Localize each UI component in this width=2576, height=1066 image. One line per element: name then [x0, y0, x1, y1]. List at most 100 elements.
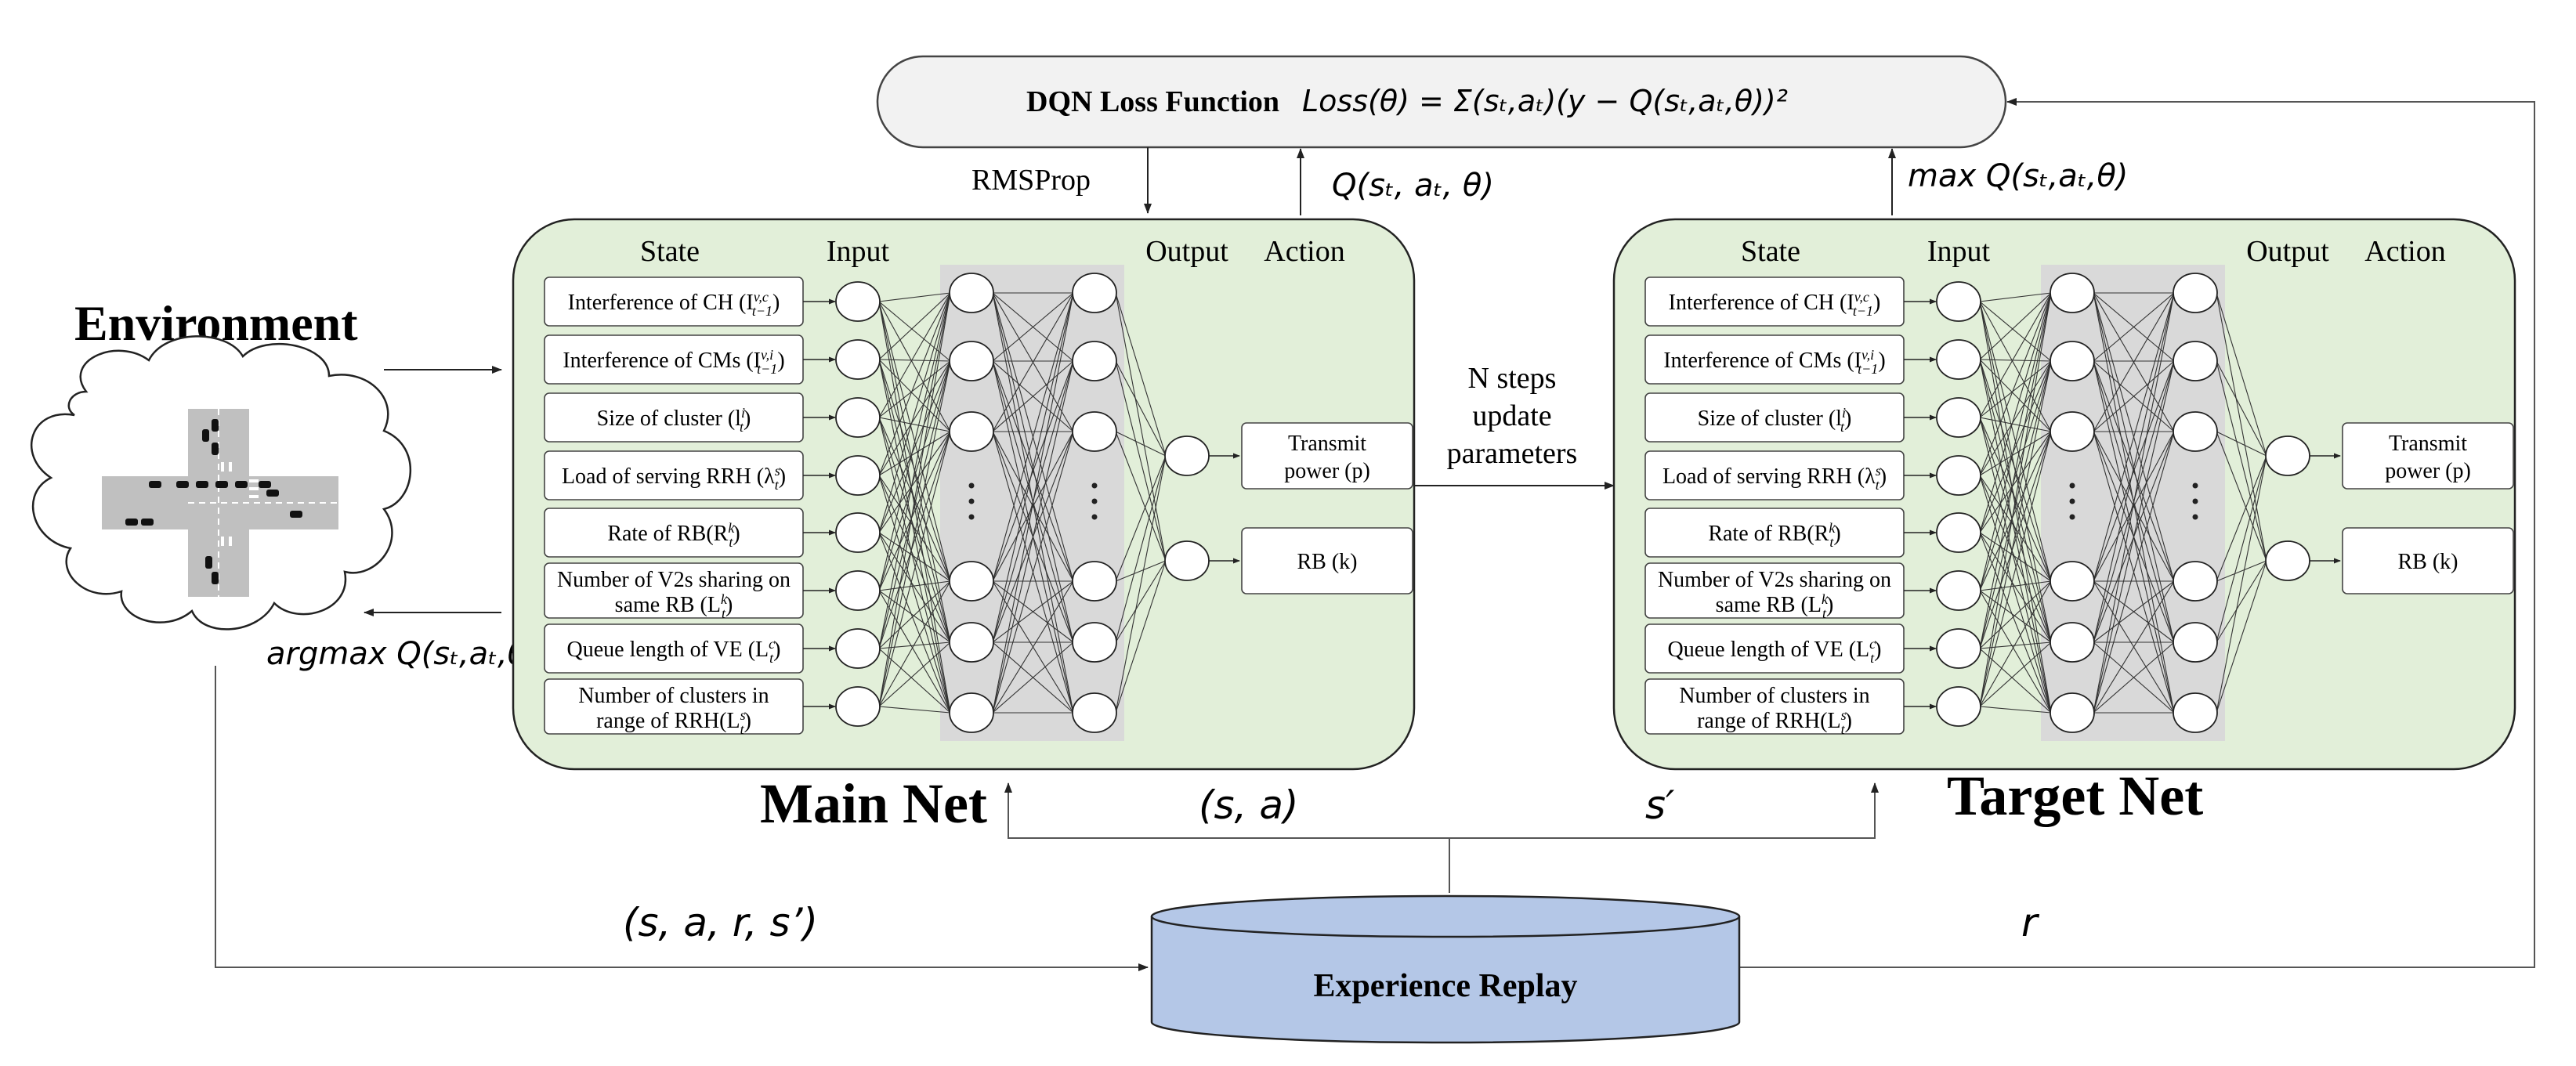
hidden-neuron [2173, 411, 2218, 452]
connections [878, 292, 1167, 714]
input-neuron [1936, 339, 1981, 380]
header-input: Input [827, 235, 890, 268]
rmsprop-label: RMSProp [971, 164, 1091, 197]
ellipsis-dot [968, 498, 975, 504]
n-steps-update: N steps update parameters [1413, 362, 1615, 490]
action-power-label-line2: power (p) [1284, 459, 1370, 483]
replay-cylinder-top [1150, 894, 1741, 938]
experience-replay: Experience Replay [1150, 894, 1741, 1044]
hidden-neuron [1072, 622, 1117, 663]
hidden-neuron [2173, 622, 2218, 663]
reward-arrow [1735, 98, 2535, 968]
input-neuron [835, 512, 881, 553]
ellipsis-dot [2192, 514, 2198, 520]
top-arrows: RMSProp Q(sₜ, aₜ, θ) max Q(sₜ,aₜ,θ) [971, 98, 2535, 968]
state-label: Number of V2s sharing on [1658, 568, 1891, 592]
r-label: r [2021, 900, 2040, 945]
hidden-neuron [2050, 273, 2095, 313]
hidden-neuron [2050, 692, 2095, 733]
header-state: State [1741, 235, 1800, 268]
header-input: Input [1927, 235, 1991, 268]
replay-connections: (s, a) s′ (s, a, r, s’) r [215, 666, 2040, 971]
input-neuron [1936, 570, 1981, 611]
hidden-neuron [949, 341, 994, 381]
input-neuron [835, 570, 881, 611]
n-steps-line2: update [1472, 399, 1551, 432]
input-neuron [835, 397, 881, 438]
hidden-neuron [949, 692, 994, 733]
state-label: Number of clusters in [578, 684, 769, 708]
argmax-label: argmax Q(sₜ,aₜ,θ) [266, 636, 539, 672]
action-power-label-line2: power (p) [2385, 459, 2471, 483]
s-prime-arrow [1449, 782, 1879, 839]
action-rb-label: RB (k) [1297, 550, 1358, 574]
output-neuron [2265, 435, 2310, 476]
ellipsis-dot [2069, 482, 2075, 489]
s-prime-label: s′ [1645, 782, 1675, 828]
environment: Environment [31, 295, 539, 672]
input-neuron [1936, 512, 1981, 553]
hidden-neuron [1072, 411, 1117, 452]
sa-label: (s, a) [1199, 782, 1299, 828]
hidden-neuron [949, 273, 994, 313]
hidden-neuron [1072, 273, 1117, 313]
action-power-label: Transmit [2389, 432, 2467, 456]
input-neuron [1936, 397, 1981, 438]
hidden-neuron [949, 411, 994, 452]
transition-arrow [215, 666, 1149, 971]
n-steps-line3: parameters [1447, 437, 1578, 470]
ellipsis-dot [2069, 498, 2075, 504]
action-rb-box [2342, 527, 2514, 594]
input-neuron [835, 455, 881, 496]
action-power-box [1241, 422, 1413, 490]
hidden-neuron [1072, 341, 1117, 381]
sars-label: (s, a, r, s’) [623, 900, 818, 945]
header-output: Output [2246, 235, 2329, 268]
hidden-neuron [1072, 561, 1117, 602]
hidden-neuron [1072, 692, 1117, 733]
output-neuron [1164, 540, 1210, 581]
header-output: Output [1145, 235, 1228, 268]
ellipsis-dot [2192, 482, 2198, 489]
q-value-label: Q(sₜ, aₜ, θ) [1332, 168, 1494, 204]
input-neuron [835, 281, 881, 322]
header-action: Action [2364, 235, 2445, 268]
loss-function-formula: Loss(θ) = Σ(sₜ,aₜ)(y − Q(sₜ,aₜ,θ))² [1302, 84, 1788, 118]
hidden-neuron [2173, 561, 2218, 602]
input-neuron [835, 628, 881, 669]
hidden-neuron [2173, 692, 2218, 733]
ellipsis-dot [1091, 498, 1098, 504]
hidden-neuron [949, 561, 994, 602]
action-power-label: Transmit [1288, 432, 1366, 456]
ellipsis-dot [968, 514, 975, 520]
header-state: State [640, 235, 700, 268]
state-label: Number of clusters in [1679, 684, 1869, 708]
ellipsis-dot [968, 482, 975, 489]
loss-function: DQN Loss Function Loss(θ) = Σ(sₜ,aₜ)(y −… [876, 55, 2007, 149]
target-net-title: Target Net [1947, 764, 2203, 827]
input-neuron [1936, 455, 1981, 496]
input-neuron [835, 339, 881, 380]
input-neuron [1936, 628, 1981, 669]
ellipsis-dot [1091, 514, 1098, 520]
ellipsis-dot [1091, 482, 1098, 489]
ellipsis-dot [2069, 514, 2075, 520]
n-steps-line1: N steps [1468, 362, 1557, 395]
input-neuron [1936, 281, 1981, 322]
intersection-icon [102, 409, 338, 597]
main-net-title: Main Net [760, 772, 987, 835]
